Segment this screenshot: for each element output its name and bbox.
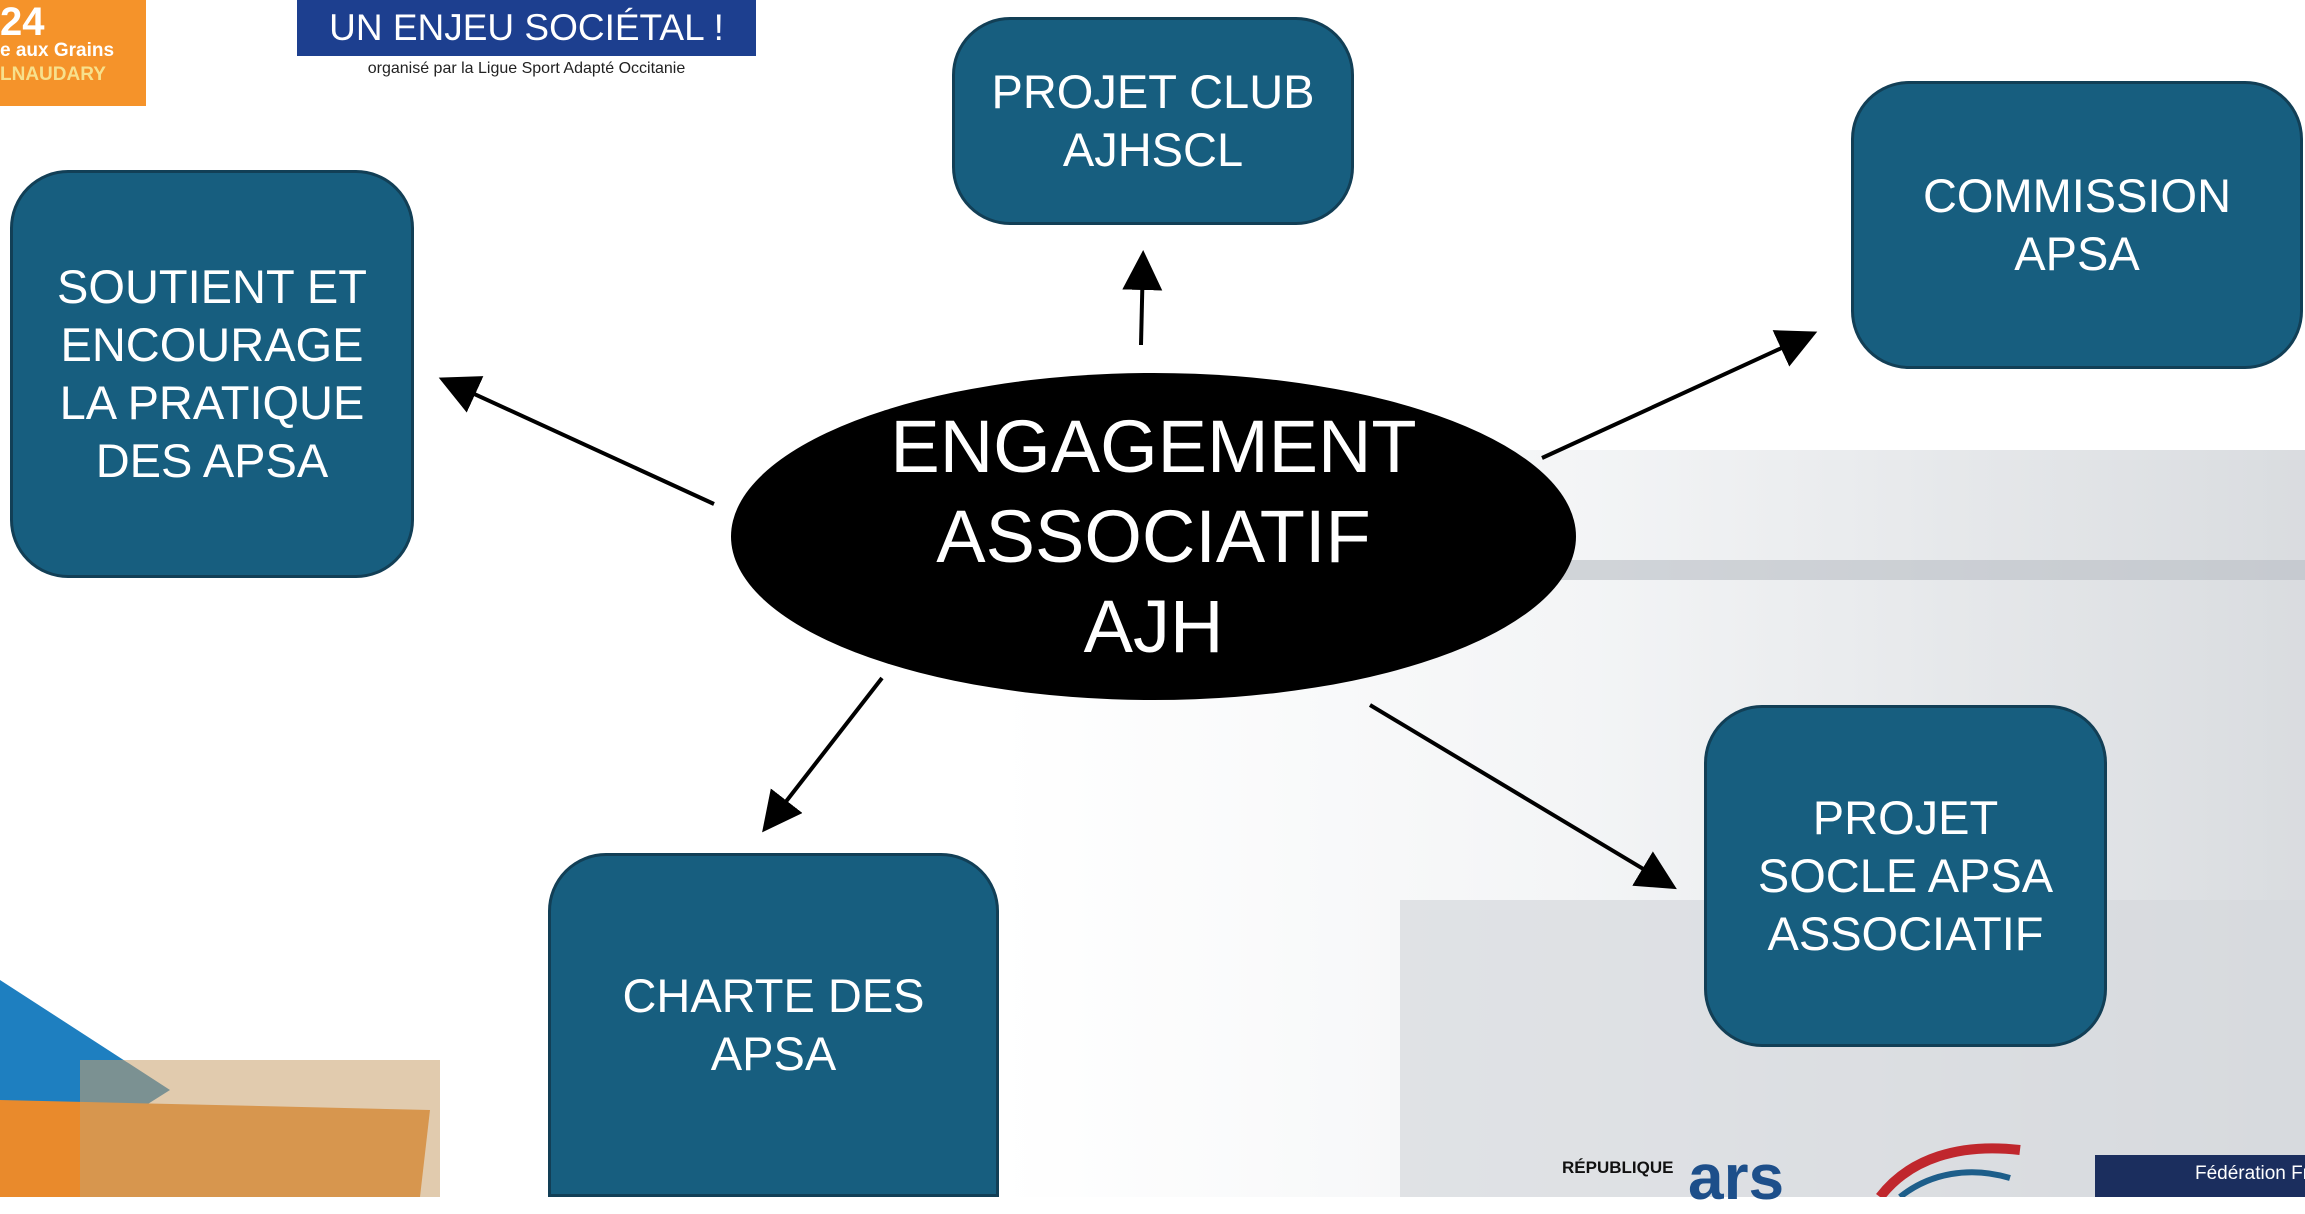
node-projet-socle-label: PROJET SOCLE APSA ASSOCIATIF xyxy=(1757,791,2054,960)
node-commission: COMMISSION APSA xyxy=(1851,81,2303,369)
event-logo-number: 24 xyxy=(0,0,45,44)
arrow-to-top xyxy=(1122,250,1163,346)
event-banner-title: UN ENJEU SOCIÉTAL ! xyxy=(297,0,756,56)
arrow-to-right xyxy=(1541,330,1818,460)
center-node: ENGAGEMENT ASSOCIATIF AJH xyxy=(731,373,1576,700)
node-soutient-label: SOUTIENT ET ENCOURAGE LA PRATIQUE DES AP… xyxy=(57,260,367,487)
event-logo: 24 e aux Grains LNAUDARY xyxy=(0,0,146,106)
event-banner-subtitle: organisé par la Ligue Sport Adapté Occit… xyxy=(367,60,686,77)
node-charte: CHARTE DES APSA xyxy=(548,853,999,1197)
node-commission-label: COMMISSION APSA xyxy=(1922,169,2232,280)
swoosh-logo xyxy=(1876,1143,2021,1197)
arrow-to-bottom-left xyxy=(762,676,884,833)
arrow-to-bottom-right xyxy=(1368,703,1677,890)
event-logo-line2: LNAUDARY xyxy=(0,64,106,85)
node-charte-label: CHARTE DES APSA xyxy=(622,969,925,1080)
node-projet-club: PROJET CLUB AJHSCL xyxy=(952,17,1354,225)
node-projet-socle: PROJET SOCLE APSA ASSOCIATIF xyxy=(1704,705,2107,1047)
node-soutient: SOUTIENT ET ENCOURAGE LA PRATIQUE DES AP… xyxy=(10,170,414,578)
event-logo-line1: e aux Grains xyxy=(0,40,115,61)
center-node-label: ENGAGEMENT ASSOCIATIF AJH xyxy=(890,404,1417,668)
ars-logo: ars xyxy=(1688,1141,1785,1213)
federation-logo: Fédération Fr xyxy=(2095,1155,2305,1197)
republique-logo: RÉPUBLIQUE xyxy=(1562,1158,1674,1177)
node-projet-club-label: PROJET CLUB AJHSCL xyxy=(991,65,1315,176)
arrow-to-left xyxy=(438,376,715,506)
